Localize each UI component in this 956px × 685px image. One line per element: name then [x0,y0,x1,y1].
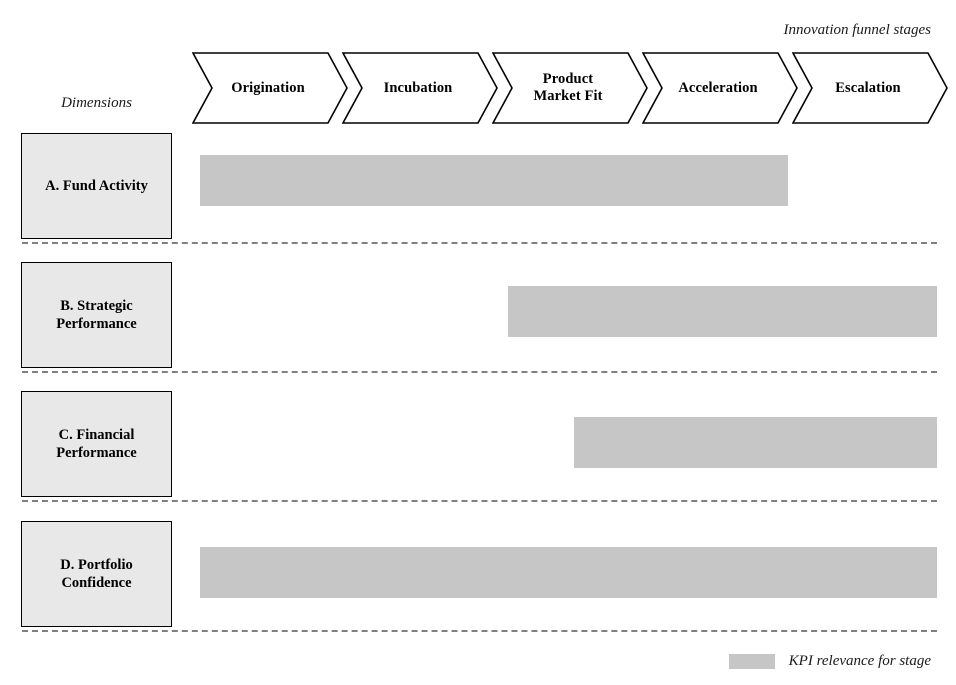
funnel-stage-chevron-shape [342,52,498,124]
funnel-stage-label: Acceleration [678,79,758,96]
funnel-stage-chevron-shape [492,52,648,124]
row-separator-3 [22,500,937,502]
funnel-stage-1[interactable]: Origination [192,52,348,124]
dimension-label: D. Portfolio Confidence [60,557,133,591]
funnel-stage-chevron-shape [642,52,798,124]
row-separator-4 [22,630,937,632]
legend-label: KPI relevance for stage [788,653,931,669]
funnel-stage-label: Escalation [835,79,901,96]
kpi-relevance-bar [200,155,788,206]
funnel-stage-5[interactable]: Escalation [792,52,948,124]
funnel-stage-label: Incubation [383,79,453,96]
funnel-stages-caption: Innovation funnel stages [783,22,931,38]
dimensions-caption: Dimensions [61,95,132,111]
kpi-relevance-bar [574,417,937,468]
funnel-stage-3[interactable]: Product Market Fit [492,52,648,124]
dimension-label: A. Fund Activity [45,178,148,194]
row-separator-2 [22,371,937,373]
funnel-stage-label: Product Market Fit [533,71,603,104]
dimension-box-d[interactable]: D. Portfolio Confidence [21,521,172,627]
dimension-box-a[interactable]: A. Fund Activity [21,133,172,239]
dimension-label: C. Financial Performance [56,427,137,461]
row-separator-1 [22,242,937,244]
legend: KPI relevance for stage [728,652,931,671]
funnel-stage-chevron-shape [792,52,948,124]
funnel-stage-label: Origination [231,79,305,96]
dimension-box-c[interactable]: C. Financial Performance [21,391,172,497]
kpi-relevance-bar [508,286,937,337]
dimension-label: B. Strategic Performance [56,298,137,332]
kpi-relevance-bar [200,547,937,598]
funnel-stage-chevron-shape [192,52,348,124]
funnel-stage-4[interactable]: Acceleration [642,52,798,124]
dimension-box-b[interactable]: B. Strategic Performance [21,262,172,368]
funnel-stage-2[interactable]: Incubation [342,52,498,124]
funnel-stage-row: Origination Incubation Product Market Fit A… [0,52,956,124]
legend-swatch-icon [728,654,775,669]
